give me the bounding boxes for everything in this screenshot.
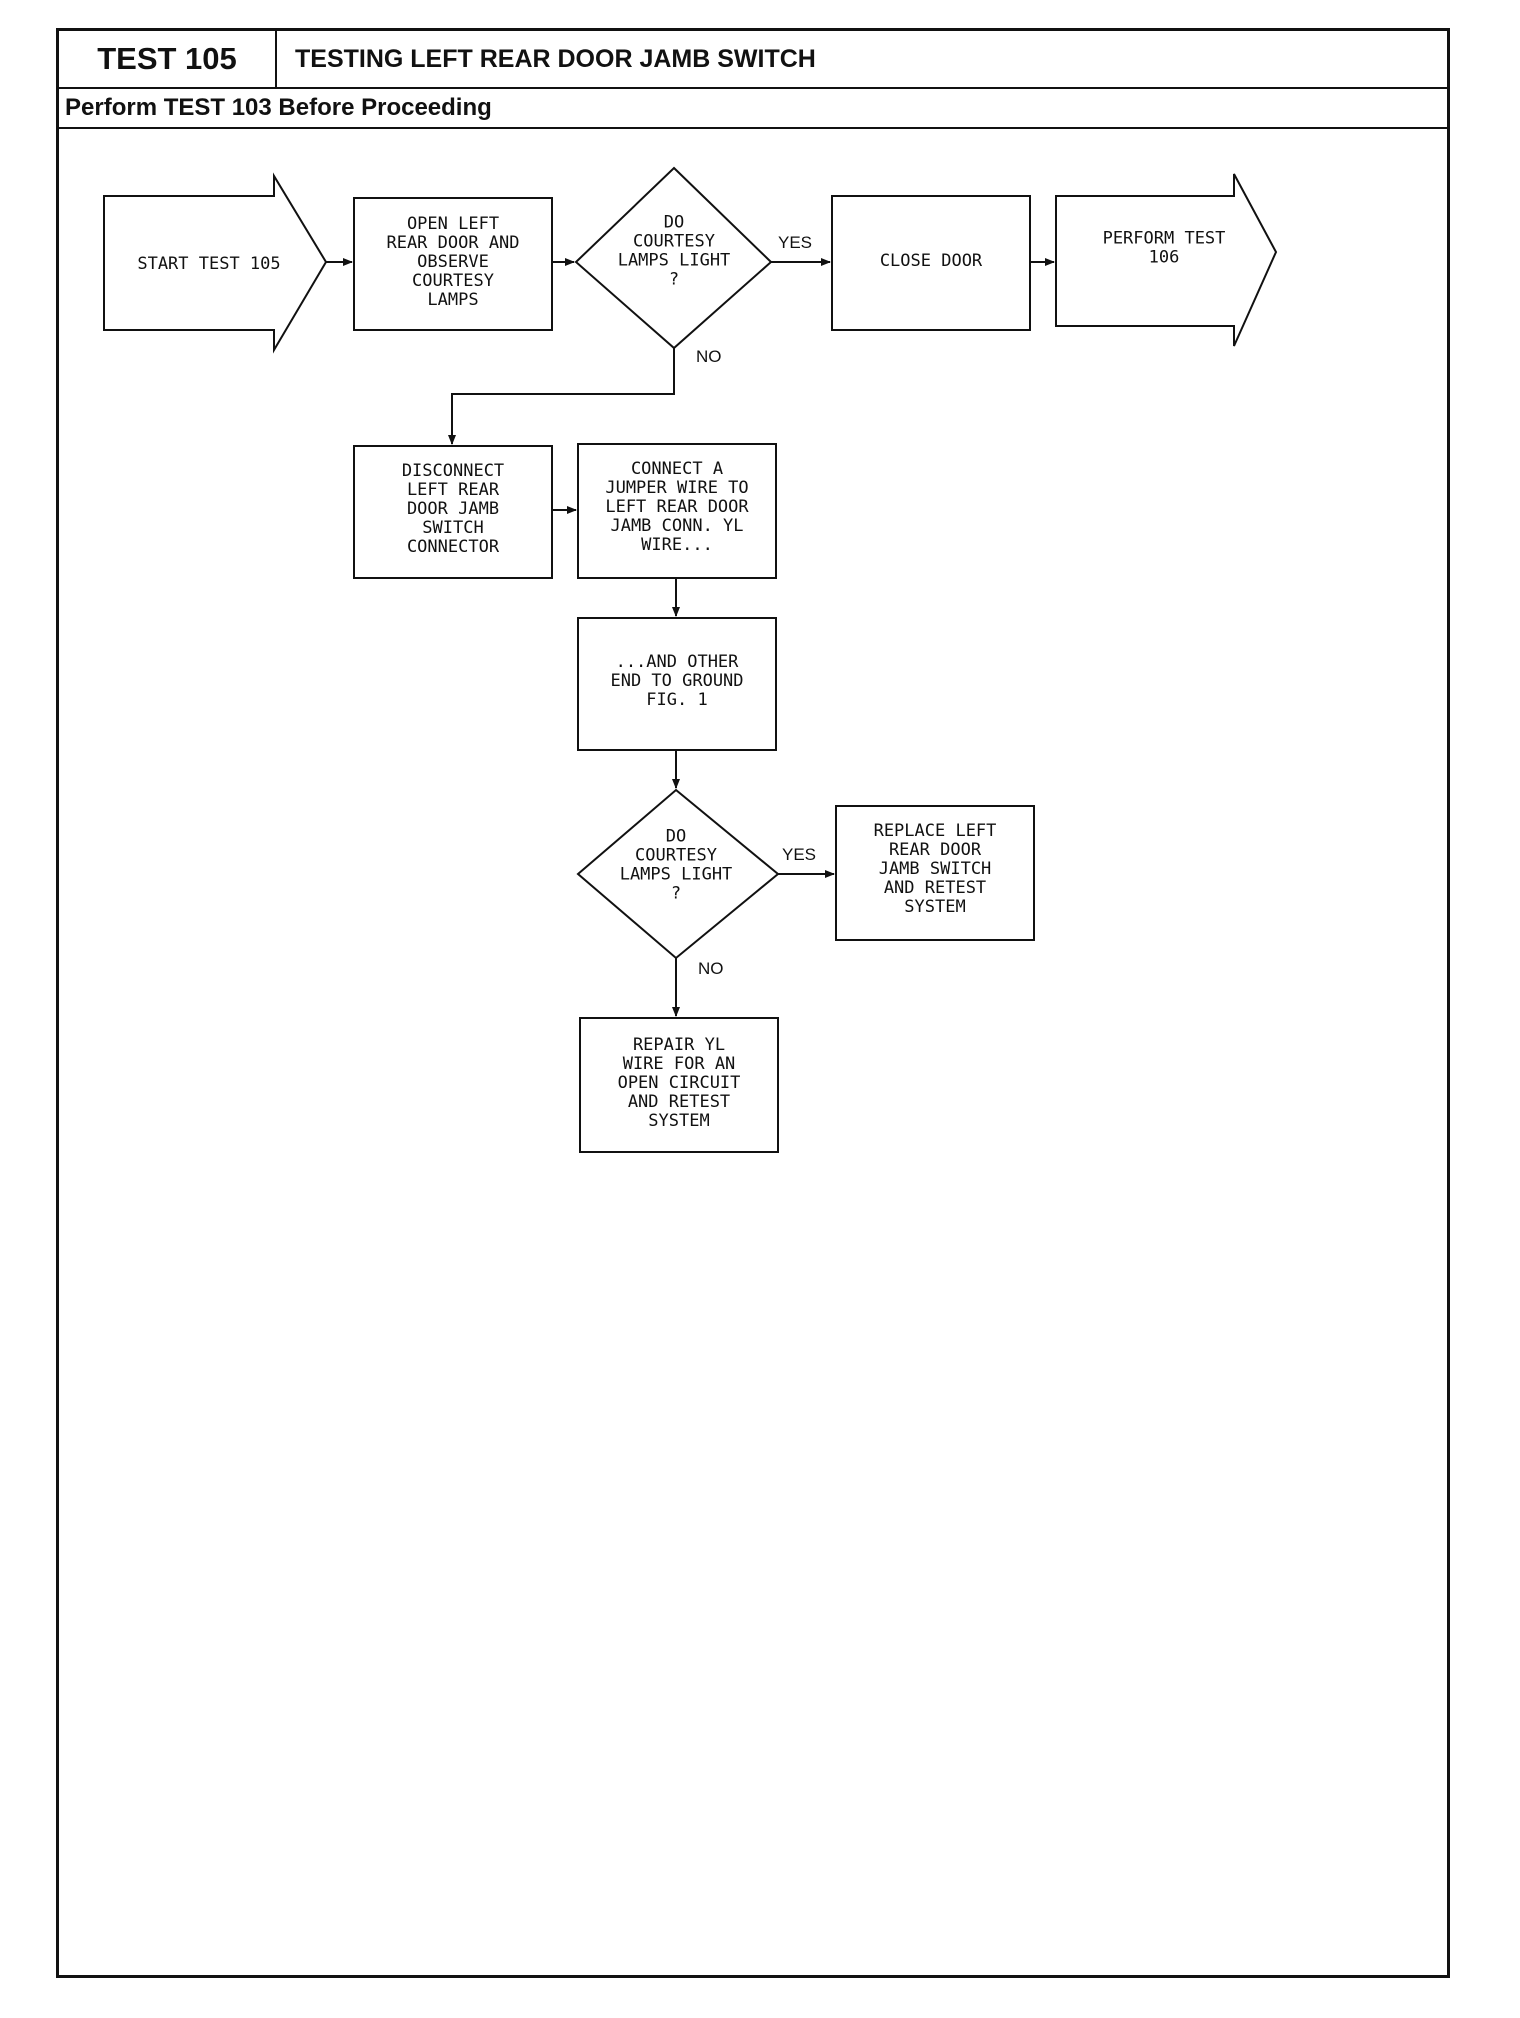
yes-2-label: YES	[782, 845, 816, 864]
label-line: REAR DOOR AND	[386, 233, 519, 253]
perform-next-arrow-shape	[1055, 173, 1278, 347]
prerequisite-note: Perform TEST 103 Before Proceeding	[59, 89, 1447, 129]
label-line: AND RETEST	[628, 1092, 730, 1112]
label-line: LAMPS LIGHT	[618, 251, 731, 271]
label-line: PERFORM TEST	[1103, 229, 1226, 249]
label-line: CONNECT A	[631, 459, 723, 479]
label-line: OPEN LEFT	[407, 214, 499, 234]
start-label: START TEST 105	[137, 254, 280, 274]
connector-no1	[448, 348, 675, 445]
no-1-label: NO	[696, 347, 722, 366]
replace-switch-box	[835, 805, 1035, 941]
page-frame: TEST 105 TESTING LEFT REAR DOOR JAMB SWI…	[56, 28, 1450, 1978]
label-line: OBSERVE	[417, 252, 489, 272]
label-line: WIRE FOR AN	[623, 1054, 736, 1074]
test-title: TESTING LEFT REAR DOOR JAMB SWITCH	[295, 44, 816, 73]
label-line: LEFT REAR DOOR	[605, 497, 749, 517]
label-line: SYSTEM	[904, 897, 965, 917]
open-door-box	[353, 197, 553, 331]
label-line: COURTESY	[633, 232, 715, 252]
label-line: LAMPS LIGHT	[620, 865, 733, 885]
label-line: JUMPER WIRE TO	[605, 478, 748, 498]
label-line: COURTESY	[635, 846, 717, 866]
label-line: OPEN CIRCUIT	[618, 1073, 741, 1093]
no-2-label: NO	[698, 959, 724, 978]
label-line: ?	[671, 884, 681, 904]
label-line: ?	[669, 270, 679, 290]
label-line: CLOSE DOOR	[880, 251, 983, 271]
label-line: REPAIR YL	[633, 1035, 725, 1055]
label-line: DO	[664, 213, 684, 233]
label-line: DISCONNECT	[402, 461, 504, 481]
label-line: COURTESY	[412, 271, 494, 291]
label-line: SYSTEM	[648, 1111, 709, 1131]
yes-1-label: YES	[778, 233, 812, 252]
label-line: WIRE...	[641, 535, 713, 555]
start-arrow-shape	[103, 172, 328, 354]
label-line: ...AND OTHER	[616, 652, 740, 672]
label-line: DOOR JAMB	[407, 499, 499, 519]
label-line: REPLACE LEFT	[874, 821, 997, 841]
close-door-label: CLOSE DOOR	[880, 251, 983, 271]
disconnect-box	[353, 445, 553, 579]
label-line: REAR DOOR	[889, 840, 982, 860]
test-number: TEST 105	[59, 31, 277, 87]
label-line: LAMPS	[427, 290, 478, 310]
repair-wire-box	[579, 1017, 779, 1153]
label-line: LEFT REAR	[407, 480, 500, 500]
label-line: AND RETEST	[884, 878, 986, 898]
label-line: JAMB CONN. YL	[610, 516, 743, 536]
label-line: CONNECTOR	[407, 537, 500, 557]
label-line: SWITCH	[422, 518, 483, 538]
label-line: JAMB SWITCH	[879, 859, 992, 879]
label-line: 106	[1149, 248, 1180, 268]
label-line: FIG. 1	[646, 690, 707, 710]
label-line: END TO GROUND	[610, 671, 743, 691]
label-line: DO	[666, 827, 686, 847]
label-line: START TEST 105	[137, 254, 280, 274]
header-bar: TEST 105 TESTING LEFT REAR DOOR JAMB SWI…	[59, 31, 1447, 89]
